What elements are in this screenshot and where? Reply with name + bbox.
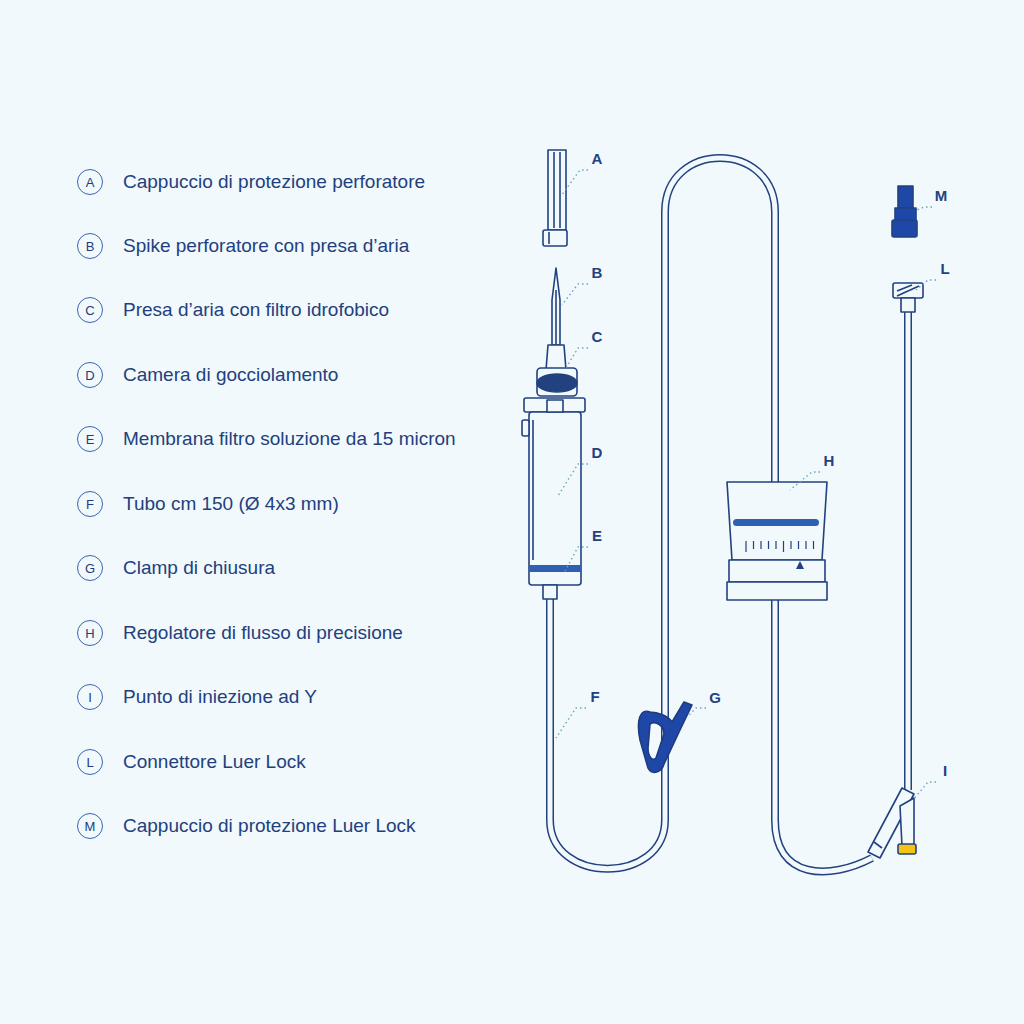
callout-letter: H xyxy=(822,452,837,469)
roller-clamp xyxy=(638,702,692,772)
legend-circle: FTubo cm 150 (Ø 4x3 mm) xyxy=(77,491,103,517)
tube xyxy=(550,158,872,871)
legend-circle: BSpike perforatore con presa d’aria xyxy=(77,233,103,259)
legend-letter: C xyxy=(85,304,94,317)
tube-inner xyxy=(550,158,872,871)
legend-description: Punto di iniezione ad Y xyxy=(123,686,317,708)
callout-letter: G xyxy=(707,689,723,706)
y-injection-site xyxy=(868,788,916,858)
callout-letter: E xyxy=(590,527,604,544)
legend-letter: D xyxy=(85,369,94,382)
legend-circle: ACappuccio di protezione perforatore xyxy=(77,169,103,195)
legend-circle: CPresa d’aria con filtro idrofobico xyxy=(77,297,103,323)
legend-letter: M xyxy=(85,820,96,833)
legend-circle: IPunto di iniezione ad Y xyxy=(77,684,103,710)
leader-lines xyxy=(556,170,936,800)
drip-chamber xyxy=(522,398,585,585)
callout-letter: M xyxy=(933,187,950,204)
legend-circle: DCamera di gocciolamento xyxy=(77,362,103,388)
legend-description: Membrana filtro soluzione da 15 micron xyxy=(123,428,456,450)
legend-description: Cappuccio di protezione Luer Lock xyxy=(123,815,416,837)
legend-description: Regolatore di flusso di precisione xyxy=(123,622,403,644)
legend-letter: F xyxy=(86,498,94,511)
legend-circle: GClamp di chiusura xyxy=(77,555,103,581)
legend-description: Clamp di chiusura xyxy=(123,557,275,579)
legend-circle: MCappuccio di protezione Luer Lock xyxy=(77,813,103,839)
legend-letter: L xyxy=(86,756,93,769)
callout-letter: L xyxy=(938,260,951,277)
legend-description: Spike perforatore con presa d’aria xyxy=(123,235,409,257)
callout-letter: A xyxy=(590,150,605,167)
legend-letter: H xyxy=(85,627,94,640)
legend-description: Camera di gocciolamento xyxy=(123,364,338,386)
callout-letter: C xyxy=(590,328,605,345)
legend-letter: A xyxy=(86,176,95,189)
callout-letter: D xyxy=(590,444,605,461)
legend-description: Tubo cm 150 (Ø 4x3 mm) xyxy=(123,493,339,515)
chamber-outlet xyxy=(543,585,557,599)
luer-lock-cap xyxy=(892,186,917,237)
legend-circle: EMembrana filtro soluzione da 15 micron xyxy=(77,426,103,452)
air-vent xyxy=(537,368,577,396)
luer-lock-connector xyxy=(893,283,923,312)
legend-letter: G xyxy=(85,562,95,575)
legend-letter: I xyxy=(88,691,92,704)
spike xyxy=(546,268,566,370)
legend-description: Connettore Luer Lock xyxy=(123,751,306,773)
filter-membrane xyxy=(529,565,581,572)
callout-letter: F xyxy=(588,688,601,705)
legend-circle: LConnettore Luer Lock xyxy=(77,749,103,775)
legend-description: Presa d’aria con filtro idrofobico xyxy=(123,299,389,321)
legend-letter: E xyxy=(86,433,95,446)
callout-letter: I xyxy=(941,762,949,779)
legend-letter: B xyxy=(86,240,95,253)
legend-circle: HRegolatore di flusso di precisione xyxy=(77,620,103,646)
legend-description: Cappuccio di protezione perforatore xyxy=(123,171,425,193)
spike-cap xyxy=(543,150,567,246)
flow-regulator xyxy=(727,482,827,600)
callout-letter: B xyxy=(590,264,605,281)
